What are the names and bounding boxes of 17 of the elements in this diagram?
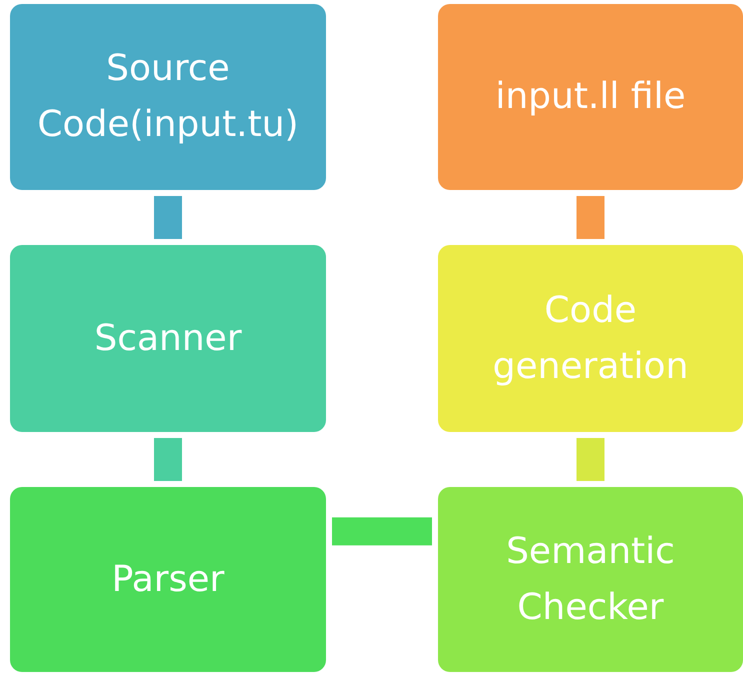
box-label: Parser xyxy=(112,558,224,602)
process-box xyxy=(10,487,326,672)
connector-bar xyxy=(576,438,604,481)
box-label: Code generation xyxy=(492,288,690,388)
process-box xyxy=(438,4,743,190)
process-box xyxy=(10,4,326,190)
connector-bar xyxy=(154,438,182,481)
process-box xyxy=(10,245,326,432)
process-box xyxy=(438,487,743,672)
connector-bar xyxy=(332,517,432,546)
process-box xyxy=(438,245,743,432)
box-label: Source Code(input.tu) xyxy=(36,47,300,147)
box-label: input.ll file xyxy=(495,75,686,120)
box-label: Semantic Checker xyxy=(505,530,676,630)
box-label: Scanner xyxy=(94,316,242,361)
connector-bar xyxy=(154,196,182,239)
connector-bar xyxy=(576,196,604,239)
